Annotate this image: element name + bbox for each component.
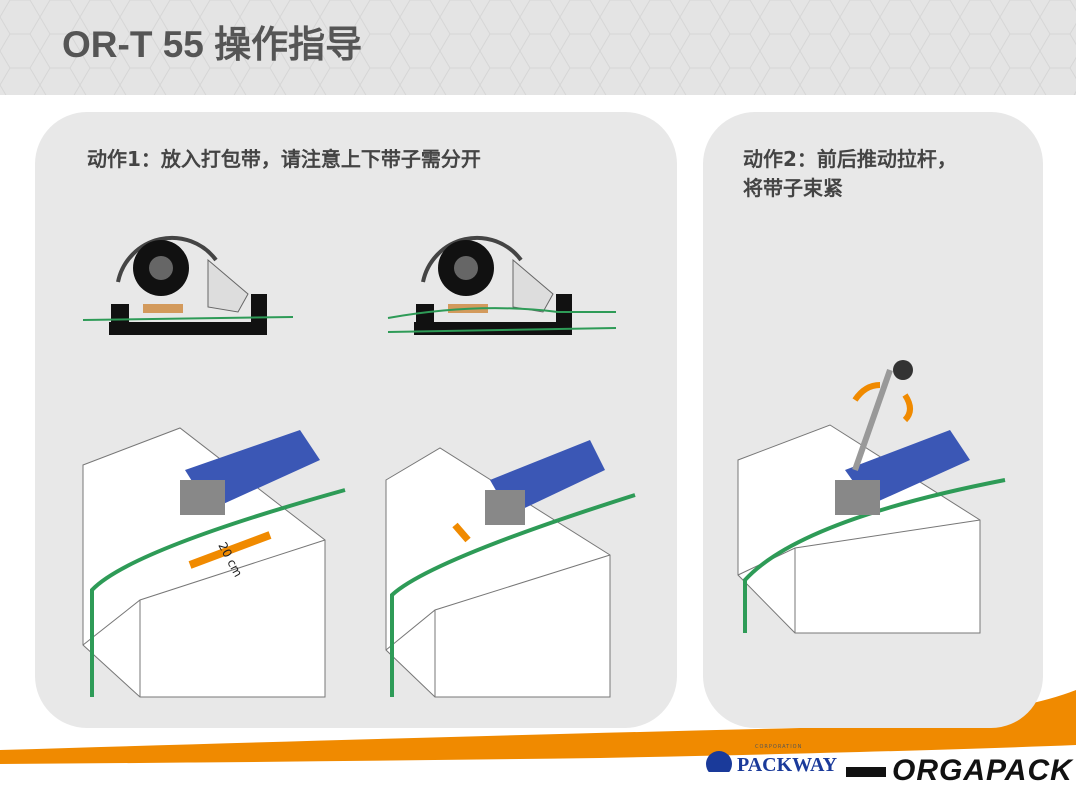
globe-icon: [706, 751, 732, 777]
hex-pattern: [0, 0, 1076, 95]
step1-caption: 动作1：放入打包带，请注意上下带子需分开: [87, 147, 481, 171]
packway-logo: CORPORATION PACKWAY: [705, 742, 845, 777]
box-step1b: [385, 440, 636, 698]
orgapack-text: ORGAPACK: [892, 754, 1073, 787]
box-step1a: [82, 427, 346, 698]
step2-caption-line2: 将带子束紧: [743, 176, 843, 200]
orgapack-logo: ORGAPACK: [846, 754, 1073, 788]
page-title: OR-T 55 操作指导: [62, 24, 363, 65]
tool-diagram-separated: [387, 235, 617, 335]
tool-diagram-single: [82, 235, 294, 335]
header-band: OR-T 55 操作指导: [0, 0, 1076, 95]
packway-text: PACKWAY: [737, 754, 838, 772]
box-step2: [737, 360, 1006, 634]
step2-caption-line1: 动作2：前后推动拉杆，: [743, 147, 957, 171]
orgapack-bar: [846, 767, 886, 778]
illustrations: 20 cm: [82, 235, 1006, 698]
packway-sub-text: CORPORATION: [755, 744, 802, 750]
packway-logo-art: CORPORATION PACKWAY: [706, 744, 838, 777]
orange-swoosh: [0, 690, 1076, 764]
